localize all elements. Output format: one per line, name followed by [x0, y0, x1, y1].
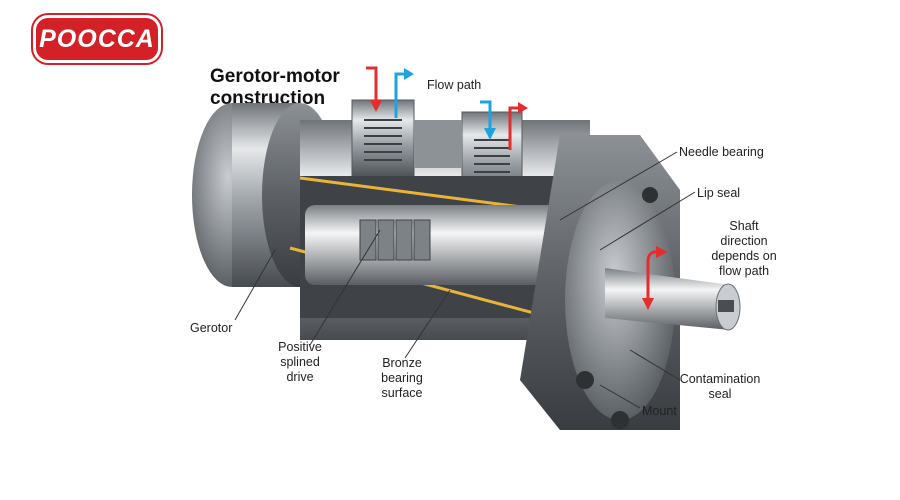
port-boss-inlet [351, 99, 415, 181]
shaft-direction-line-4: flow path [718, 264, 770, 278]
label-bronze-bearing-surface: Bronze bearing surface [372, 356, 432, 401]
shaft-direction-arrow-head-top [656, 246, 668, 258]
outlet-arrow-2-head [484, 128, 496, 140]
shaft-direction-line-2: direction [720, 234, 768, 248]
bronze-line-1: Bronze [382, 356, 422, 370]
splined-drive-line-1: Positive [278, 340, 322, 354]
bronze-line-3: surface [381, 386, 423, 400]
splined-drive-line-2: splined [280, 355, 320, 369]
inlet-arrow-2 [508, 106, 520, 150]
bronze-line-2: bearing [381, 371, 423, 385]
mount-bolt-hole-2 [611, 411, 629, 429]
contamination-line-2: seal [708, 387, 732, 401]
shaft-keyway [718, 300, 734, 312]
inlet-arrow-2-head [518, 102, 528, 114]
mount-bolt-hole-1 [576, 371, 594, 389]
inlet-arrow-1-head [370, 100, 382, 112]
leader-mount [599, 384, 641, 409]
leader-contamination-seal [629, 349, 681, 381]
label-contamination-seal: Contamination seal [674, 372, 766, 402]
leader-bronze [404, 289, 451, 359]
outlet-arrow-1-head [404, 68, 414, 80]
mount-bolt-hole-3 [642, 187, 658, 203]
label-gerotor: Gerotor [190, 321, 233, 335]
shaft-direction-arrow-head-bottom [642, 298, 654, 310]
shaft-direction-line-3: depends on [711, 249, 777, 263]
logo-text: POOCCA [39, 24, 155, 53]
leader-needle-bearing [559, 151, 678, 221]
outlet-arrow-2 [480, 100, 492, 132]
label-positive-splined-drive: Positive splined drive [270, 340, 330, 385]
leader-lip-seal [599, 191, 696, 251]
label-flow-path: Flow path [427, 78, 482, 92]
splined-drive-line-3: drive [286, 370, 314, 384]
shaft-direction-line-1: Shaft [729, 219, 759, 233]
title-line-1: Gerotor-motor [210, 66, 340, 87]
splined-drive [359, 219, 431, 261]
leader-splined-drive [309, 229, 381, 346]
poocca-logo: POOCCA [36, 18, 158, 60]
inlet-arrow-1 [366, 66, 378, 104]
label-mount: Mount [642, 404, 677, 418]
label-needle-bearing: Needle bearing [679, 145, 764, 159]
output-shaft [605, 268, 730, 330]
label-shaft-direction: Shaft direction depends on flow path [702, 219, 786, 279]
port-bridge [414, 120, 462, 168]
contamination-line-1: Contamination [679, 372, 761, 386]
leader-gerotor [234, 249, 276, 321]
outlet-arrow-1 [394, 72, 406, 118]
label-lip-seal: Lip seal [697, 186, 741, 200]
